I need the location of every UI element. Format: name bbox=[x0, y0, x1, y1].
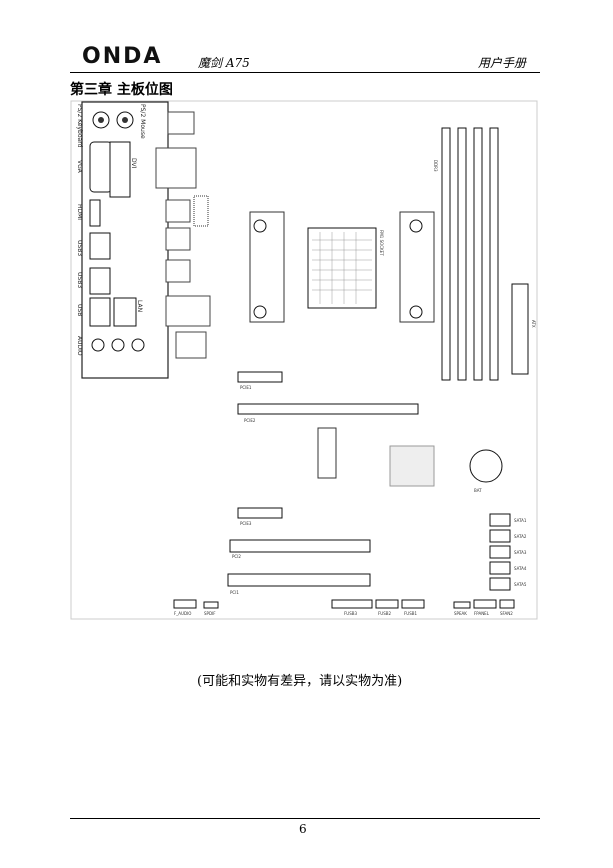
label-bat: BAT bbox=[474, 488, 482, 493]
rear-io-labels: PS/2 Keyboard PS/2 Mouse DVI VGA HDMI US… bbox=[76, 104, 146, 356]
onda-logo: ONDA bbox=[82, 44, 163, 69]
lan-port bbox=[113, 297, 137, 327]
label-sata3: SATA3 bbox=[514, 550, 527, 555]
page-number: 6 bbox=[299, 822, 307, 836]
io-label-dvi: DVI bbox=[130, 158, 137, 169]
label-fpanel: FPANEL bbox=[474, 611, 490, 616]
footer-rule bbox=[70, 818, 540, 819]
cpu-socket bbox=[307, 227, 377, 309]
io-label-vga: VGA bbox=[76, 160, 83, 174]
label-spdif: SPDIF bbox=[204, 611, 216, 616]
label-atx: ATX bbox=[531, 320, 536, 328]
label-pci2: PCI2 bbox=[232, 554, 241, 559]
header-manual-title: 用户手册 bbox=[478, 56, 527, 70]
usb3-port-stack bbox=[89, 232, 111, 260]
label-pcie3: PCIE3 bbox=[240, 521, 252, 526]
pcie2-slot bbox=[237, 403, 419, 415]
header-model: 魔剑 A75 bbox=[198, 56, 250, 70]
label-pcie1: PCIE1 bbox=[240, 385, 252, 390]
label-ddr3: DDR3 bbox=[433, 160, 438, 172]
label-pci1: PCI1 bbox=[230, 590, 239, 595]
ddr3-slots bbox=[441, 127, 499, 381]
usb-port-stack bbox=[89, 297, 111, 327]
io-label-ps2-mouse: PS/2 Mouse bbox=[139, 104, 146, 139]
pci2-slot bbox=[229, 539, 371, 553]
label-sata1: SATA1 bbox=[514, 518, 527, 523]
io-label-hdmi: HDMI bbox=[76, 204, 83, 220]
label-speak: SPEAK bbox=[454, 611, 467, 616]
label-sata4: SATA4 bbox=[514, 566, 527, 571]
io-label-usb: USB bbox=[76, 304, 83, 316]
label-fusb2: FUSB2 bbox=[378, 611, 392, 616]
io-label-audio: AUDIO bbox=[76, 336, 83, 356]
motherboard-layout-diagram: PS/2 Keyboard PS/2 Mouse DVI VGA HDMI US… bbox=[70, 100, 538, 620]
label-fusb3: FUSB3 bbox=[344, 611, 358, 616]
pci1-slot bbox=[227, 573, 371, 587]
io-label-ps2-keyboard: PS/2 Keyboard bbox=[76, 104, 83, 148]
label-f-audio: F_AUDIO bbox=[174, 611, 191, 616]
label-sfan2: SFAN2 bbox=[500, 611, 513, 616]
figure-caption: (可能和实物有差异，请以实物为准) bbox=[197, 674, 403, 689]
label-sata5: SATA5 bbox=[514, 582, 527, 587]
atx-power bbox=[511, 283, 529, 375]
header-rule bbox=[70, 72, 540, 73]
usb3-port-stack-2 bbox=[89, 267, 111, 295]
io-label-usb3-2: USB3 bbox=[76, 272, 83, 288]
vga-port bbox=[89, 141, 113, 193]
chipset bbox=[389, 445, 435, 487]
pcie1-slot bbox=[237, 371, 283, 383]
label-sata2: SATA2 bbox=[514, 534, 527, 539]
hdmi-port bbox=[89, 199, 101, 227]
io-label-lan: LAN bbox=[136, 300, 143, 312]
battery bbox=[469, 449, 503, 483]
label-fm1-socket: FM1 SOCKET bbox=[379, 230, 384, 256]
io-label-usb3: USB3 bbox=[76, 240, 83, 256]
pcie3-slot bbox=[237, 507, 283, 519]
dvi-port bbox=[109, 141, 131, 198]
sata-connectors bbox=[489, 513, 511, 591]
chapter-title: 第三章 主板位图 bbox=[70, 82, 173, 98]
label-fusb1: FUSB1 bbox=[404, 611, 418, 616]
label-pcie2: PCIE2 bbox=[244, 418, 256, 423]
